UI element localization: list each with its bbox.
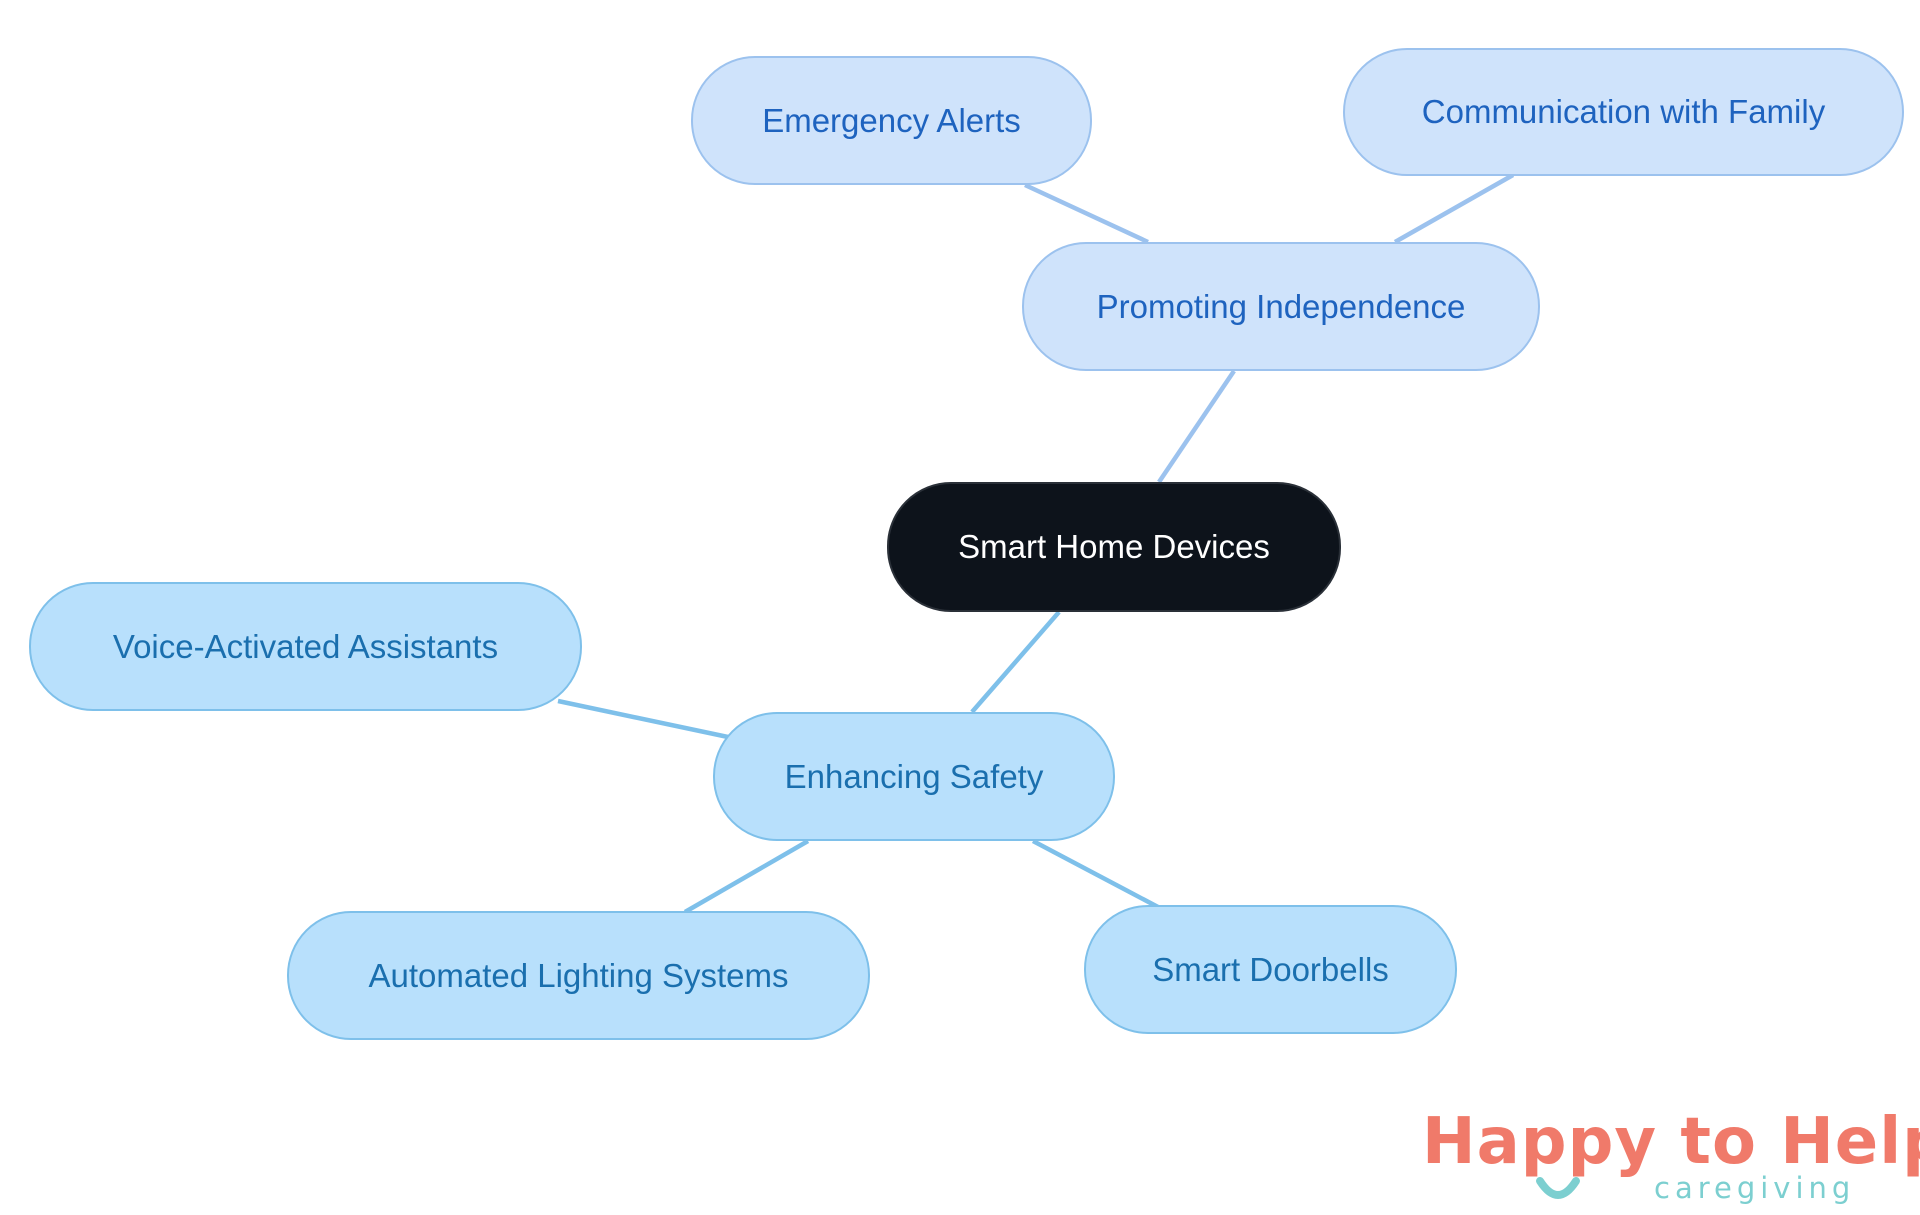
node-smart-home-devices: Smart Home Devices — [887, 482, 1341, 612]
happy-to-help-logo: Happy to Help caregiving — [1422, 1105, 1920, 1215]
connector-safety-lighting — [683, 839, 810, 914]
node-smart-doorbells: Smart Doorbells — [1084, 905, 1457, 1034]
connector-independence-emergency — [1024, 182, 1149, 245]
connector-independence-communication — [1393, 173, 1515, 244]
connector-center-safety — [970, 610, 1061, 714]
node-voice-activated-assistants: Voice-Activated Assistants — [29, 582, 582, 711]
node-emergency-alerts: Emergency Alerts — [691, 56, 1092, 185]
connector-safety-doorbells — [1031, 839, 1160, 909]
connector-safety-voice — [557, 698, 729, 740]
logo-title: Happy to Help — [1422, 1105, 1920, 1179]
connector-center-independence — [1157, 369, 1236, 484]
node-promoting-independence: Promoting Independence — [1022, 242, 1540, 371]
node-enhancing-safety: Enhancing Safety — [713, 712, 1115, 841]
smile-icon — [1536, 1177, 1580, 1199]
node-communication-with-family: Communication with Family — [1343, 48, 1904, 176]
logo-subtitle: caregiving — [1654, 1171, 1856, 1205]
node-automated-lighting-systems: Automated Lighting Systems — [287, 911, 870, 1040]
